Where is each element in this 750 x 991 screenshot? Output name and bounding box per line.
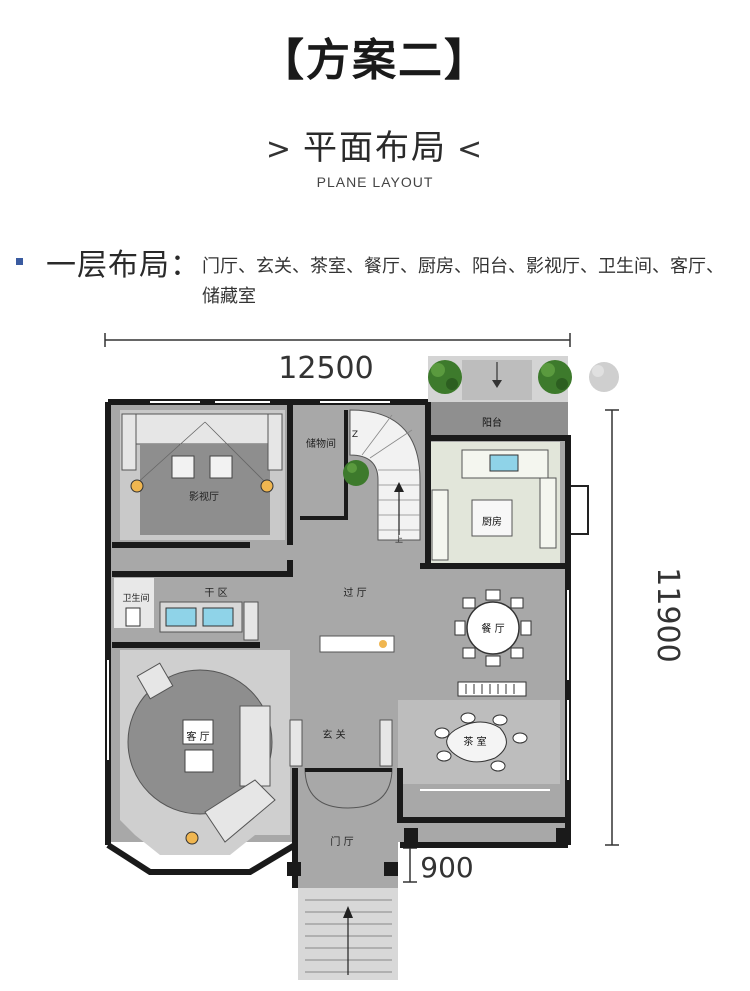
- dimension-porch-label: 900: [420, 851, 473, 884]
- dry-zone: [159, 601, 259, 641]
- spiral-staircase: [343, 409, 421, 541]
- tree-icon: [538, 360, 572, 394]
- room-label-hallway: 过 厅: [343, 586, 366, 599]
- dimension-height-label: 11900: [650, 567, 685, 662]
- storage-room: [298, 410, 348, 520]
- dimension-width-label: 12500: [278, 351, 373, 386]
- arrow-up-icon: [343, 906, 353, 918]
- dining-table: [454, 589, 532, 697]
- dimension-height: [605, 409, 619, 846]
- room-label-living: 客 厅: [186, 730, 209, 743]
- balcony: [430, 405, 560, 437]
- section-subtitle: > 平面布局 <: [0, 120, 750, 169]
- wall-windows: [107, 401, 569, 791]
- room-label-kitchen: 厨房: [482, 515, 502, 528]
- room-label-storage: 储物间: [306, 437, 336, 450]
- shrub-icon: [589, 362, 619, 392]
- stair-mark: Z: [352, 430, 358, 440]
- room-label-balcony: 阳台: [482, 416, 502, 429]
- columns: [287, 828, 570, 876]
- entrance-steps: [305, 899, 392, 975]
- entrance-door: [304, 767, 393, 809]
- bathroom: [114, 578, 154, 628]
- stair-up-label: 上: [395, 535, 403, 544]
- room-label-theater: 影视厅: [189, 490, 219, 503]
- theater-room: [120, 410, 285, 540]
- hall-console: [319, 635, 395, 653]
- tree-icon: [428, 360, 462, 394]
- bullet-square-icon: [16, 258, 23, 265]
- dimension-porch: [403, 847, 417, 883]
- room-label-dining: 餐 厅: [481, 622, 504, 635]
- page-title: 【方案二】: [260, 35, 490, 86]
- room-label-tea-room: 茶 室: [463, 735, 486, 748]
- floor-heading: 一层布局：: [46, 248, 201, 283]
- chevron-right-icon: >: [265, 132, 293, 167]
- dimension-width: [104, 333, 571, 347]
- tea-room: [398, 700, 560, 784]
- living-room: [120, 650, 290, 855]
- foyer-cabinets: [289, 719, 393, 767]
- room-label-dry-zone: 干 区: [204, 587, 227, 599]
- section-subtitle-text: 平面布局: [303, 128, 447, 168]
- floor-room-list: 门厅、玄关、茶室、餐厅、厨房、阳台、影视厅、卫生间、客厅、储藏室: [202, 256, 724, 307]
- plant-icon: [343, 460, 369, 486]
- room-label-foyer: 玄 关: [322, 728, 345, 741]
- room-label-bathroom: 卫生间: [122, 592, 149, 604]
- kitchen: [428, 442, 589, 566]
- section-subtitle-english: PLANE LAYOUT: [316, 174, 434, 190]
- chevron-left-icon: <: [457, 132, 485, 167]
- room-label-entrance: 门 厅: [330, 835, 353, 848]
- floor-plan: 12500 11900 900: [104, 333, 685, 980]
